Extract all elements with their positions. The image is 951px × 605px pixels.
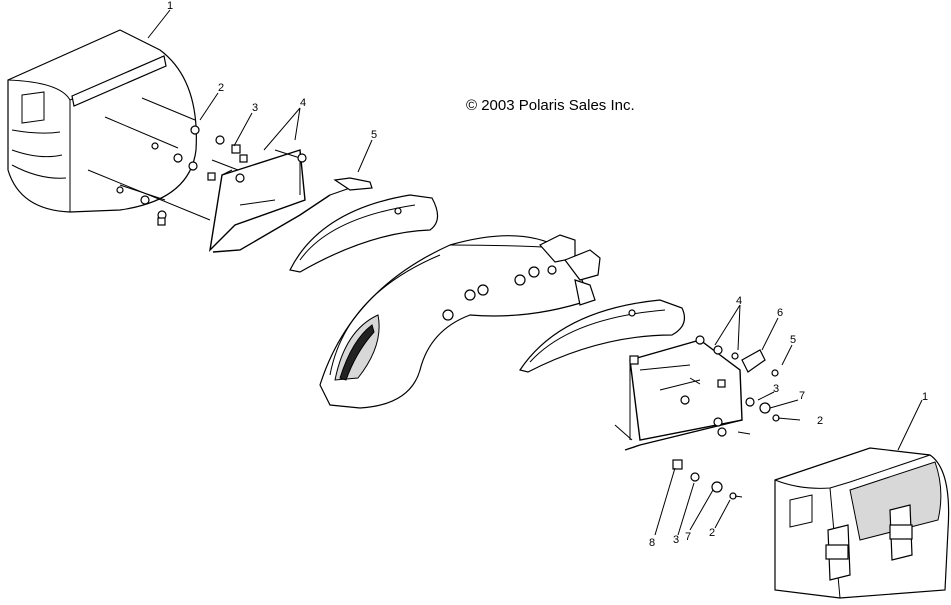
callout-1-left: 1 <box>167 0 173 12</box>
callout-5-right: 5 <box>790 334 796 346</box>
callout-2-right: 2 <box>817 415 823 427</box>
right-hardware <box>629 335 801 437</box>
left-hardware <box>87 97 307 226</box>
callout-leaders <box>147 9 923 536</box>
callout-3-left: 3 <box>252 102 258 114</box>
callout-7-right: 7 <box>799 390 805 402</box>
callout-7-bottom: 7 <box>685 531 691 543</box>
callout-3-bottom: 3 <box>673 534 679 546</box>
right-saddlebag <box>774 447 950 599</box>
callout-3-right: 3 <box>773 383 779 395</box>
callout-2-left: 2 <box>218 82 224 94</box>
left-saddlebag <box>7 29 197 213</box>
callout-2-bottom: 2 <box>709 527 715 539</box>
left-mount-bracket <box>208 149 373 253</box>
callout-6-right: 6 <box>777 307 783 319</box>
right-fender-trim <box>519 299 685 373</box>
bottom-hardware <box>672 459 743 500</box>
callout-8-bottom: 8 <box>649 537 655 549</box>
callout-5-left: 5 <box>371 129 377 141</box>
callout-labels: 1 2 3 4 5 4 6 5 3 7 2 1 8 3 7 2 <box>167 0 928 549</box>
rear-fender <box>319 234 601 409</box>
right-mount-bracket <box>614 339 766 451</box>
callout-4-right: 4 <box>736 295 742 307</box>
callout-1-right: 1 <box>922 391 928 403</box>
callout-4-left: 4 <box>300 97 306 109</box>
left-fender-trim <box>289 194 439 273</box>
copyright-text: © 2003 Polaris Sales Inc. <box>466 97 635 114</box>
